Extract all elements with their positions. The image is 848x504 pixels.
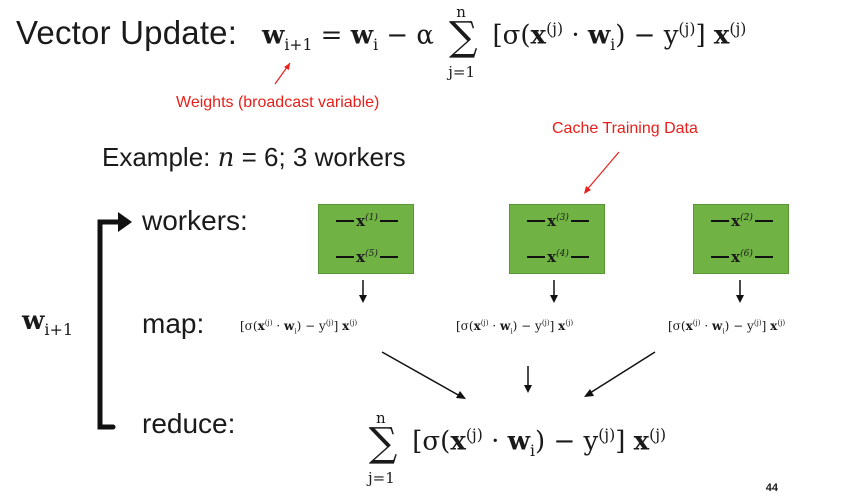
worker-1-bottom: (5) [365,249,378,259]
page-number: 44 [765,482,778,494]
worker-2-top: (3) [556,213,569,223]
slide-title: Vector Update: [16,14,238,51]
map-expression-3: [σ(x(j) · wi) − y(j)] x(j) [668,318,786,336]
cache-annotation: Cache Training Data [552,120,698,137]
example-prefix: Example: [102,142,218,172]
example-line: Example: n = 6; 3 workers [102,142,406,173]
worker-3-bottom: (6) [740,249,753,259]
loop-label: wi+1 [22,306,73,339]
reduce-expression: n ∑ j=1 [σ(x(j) · wi) − y(j)] x(j) [368,408,667,487]
loop-label-sub: i+1 [44,320,74,340]
vector-update-equation: wi+1 = wi − α n ∑ j=1 [σ(x(j) · wi) − y(… [262,2,747,81]
worker-3-top: (2) [740,213,753,223]
example-var: n [217,143,235,173]
loop-label-w: w [22,306,45,336]
worker-box-2: x(3) x(4) [509,204,605,274]
weights-annotation: Weights (broadcast variable) [176,94,380,111]
worker-2-bottom: (4) [556,249,569,259]
worker-1-top: (1) [365,213,378,223]
map-expression-2: [σ(x(j) · wi) − y(j)] x(j) [456,318,574,336]
row-label-map: map: [142,308,205,339]
map-expression-1: [σ(x(j) · wi) − y(j)] x(j) [240,318,358,336]
worker-box-3: x(2) x(6) [693,204,789,274]
example-suffix: = 6; 3 workers [234,142,406,172]
worker-box-1: x(1) x(5) [318,204,414,274]
row-label-workers: workers: [142,205,248,236]
row-label-reduce: reduce: [142,408,236,439]
